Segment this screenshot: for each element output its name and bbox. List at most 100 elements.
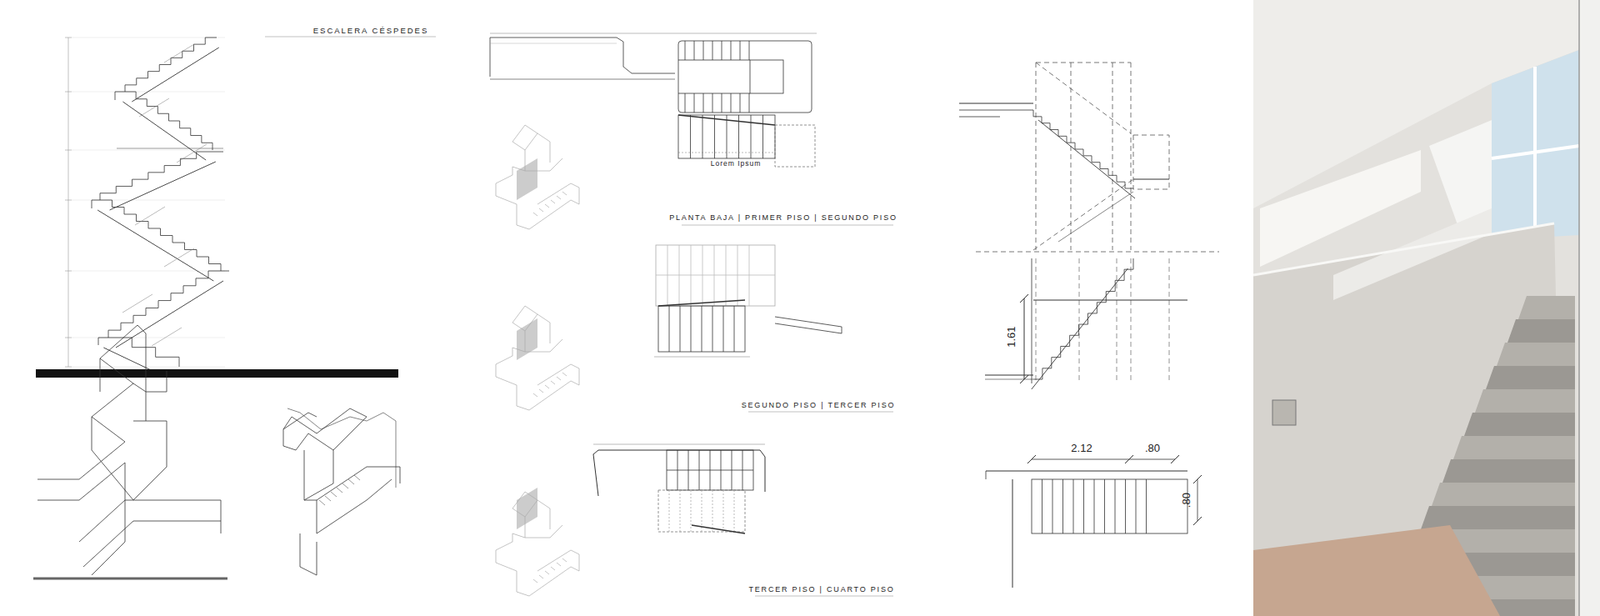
line-work: [749, 93, 750, 113]
line-work: [65, 366, 72, 368]
line-work: [1052, 479, 1054, 534]
line-work: [71, 337, 225, 339]
line-work: [690, 305, 692, 352]
line-work: [71, 270, 225, 272]
line-work: [1024, 298, 1025, 380]
line-work: [593, 444, 765, 445]
line-work: [658, 490, 745, 532]
switch-box: [1272, 400, 1296, 425]
line-work: [1135, 479, 1137, 534]
line-work: [694, 93, 695, 113]
line-work: [730, 40, 732, 60]
line-work: [1125, 455, 1134, 464]
line-work: [666, 470, 754, 471]
line-work: [658, 305, 745, 352]
line-work: [495, 347, 525, 365]
line-work: [537, 500, 550, 530]
line-work: [1035, 62, 1131, 64]
line-work: [737, 245, 739, 306]
line-work: [1453, 435, 1575, 460]
line-work: [495, 550, 580, 596]
line-work: [135, 206, 165, 225]
line-work: [283, 408, 367, 450]
line-work: [71, 366, 225, 368]
line-work: [1193, 516, 1202, 525]
line-work: [65, 150, 72, 151]
line-work: [1464, 412, 1575, 436]
line-work: [1079, 258, 1080, 384]
line-work: [79, 500, 125, 542]
line-work: [1170, 455, 1180, 464]
line-work: [740, 93, 741, 113]
line-work: [593, 450, 765, 496]
line-work: [495, 364, 580, 410]
line-work: [712, 305, 714, 352]
note: Lorem Ipsum: [710, 160, 762, 168]
line-work: [68, 37, 70, 367]
line-work: [65, 200, 72, 201]
line-work: [740, 40, 741, 60]
line-work: [115, 91, 116, 100]
line-work: [545, 385, 550, 389]
line-work: [348, 479, 355, 485]
line-work: [212, 151, 224, 153]
line-work: [1133, 135, 1170, 190]
line-work: [537, 314, 550, 344]
line-work: [91, 200, 100, 201]
line-work: [702, 115, 704, 159]
line-work: [775, 316, 842, 334]
photo-ground: [1253, 0, 1600, 616]
line-work: [545, 204, 550, 208]
line-work: [512, 125, 538, 150]
stair-photo: [1253, 0, 1600, 616]
line-work: [490, 79, 675, 80]
line-work: [495, 533, 525, 550]
line-work: [539, 575, 544, 579]
line-work: [714, 245, 715, 306]
line-work: [749, 245, 750, 306]
dimension: .80: [1180, 492, 1193, 508]
line-work: [533, 579, 538, 583]
line-work: [300, 533, 317, 575]
line-work: [702, 245, 704, 306]
line-work: [37, 462, 221, 534]
line-work: [666, 450, 754, 490]
line-work: [65, 91, 72, 93]
line-work: [678, 60, 750, 61]
line-work: [726, 115, 728, 159]
line-work: [1073, 479, 1075, 534]
line-work: [1070, 62, 1072, 250]
line-work: [91, 200, 93, 209]
line-work: [1112, 62, 1114, 250]
line-work: [1518, 295, 1575, 320]
line-work: [164, 44, 195, 63]
line-work: [151, 327, 182, 346]
line-work: [100, 200, 221, 271]
line-work: [325, 495, 331, 501]
line-work: [730, 93, 732, 113]
line-work: [115, 91, 125, 93]
line-work: [685, 40, 686, 60]
line-work: [959, 116, 1000, 118]
line-work: [516, 487, 538, 530]
line-work: [562, 372, 567, 376]
line-work: [495, 166, 525, 184]
line-work: [97, 210, 214, 281]
line-work: [562, 558, 567, 562]
line-work: [654, 356, 750, 358]
heading-underline: [748, 411, 894, 413]
ground-bar: [35, 369, 399, 378]
line-work: [1020, 294, 1029, 303]
line-work: [1145, 479, 1147, 534]
line-work: [1507, 319, 1575, 343]
line-work: [525, 150, 563, 171]
line-work: [100, 151, 213, 200]
line-work: [1104, 479, 1105, 534]
line-work: [1031, 268, 1129, 390]
line-work: [985, 375, 1034, 376]
stair-section: [959, 62, 1220, 588]
line-work: [714, 115, 715, 159]
line-work: [1020, 375, 1029, 384]
line-work: [125, 37, 217, 92]
line-work: [712, 40, 714, 60]
